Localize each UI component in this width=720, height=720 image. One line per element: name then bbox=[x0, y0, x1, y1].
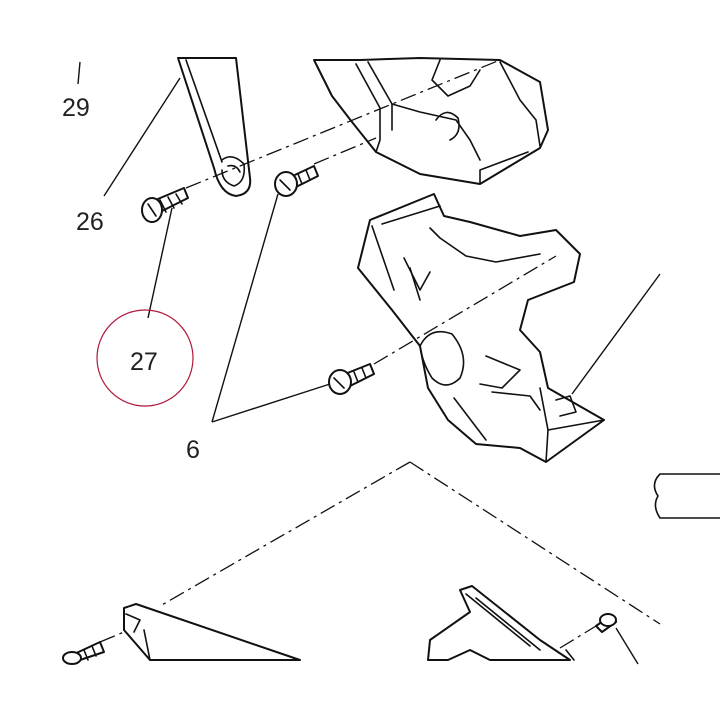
upper-housing bbox=[313, 57, 549, 185]
screw-6-upper bbox=[274, 165, 319, 197]
lower-right-bracket bbox=[427, 585, 575, 661]
leader-lines bbox=[77, 61, 661, 665]
lower-left-bracket bbox=[123, 603, 301, 661]
highlight-circle bbox=[96, 309, 194, 407]
screw-lower-left bbox=[62, 641, 105, 665]
screw-27 bbox=[141, 187, 189, 223]
callout-27: 27 bbox=[130, 348, 158, 376]
center-lines bbox=[99, 59, 661, 649]
right-edge-part bbox=[653, 473, 720, 519]
cover-bracket bbox=[357, 193, 605, 463]
callout-29: 29 bbox=[62, 94, 90, 122]
callout-labels: 29 26 27 6 bbox=[62, 94, 200, 464]
arm-bracket-26 bbox=[177, 57, 252, 197]
callout-26: 26 bbox=[76, 208, 104, 236]
small-screw-lower-right bbox=[595, 613, 617, 633]
screw-6-lower bbox=[328, 363, 375, 395]
callout-6: 6 bbox=[186, 436, 200, 464]
